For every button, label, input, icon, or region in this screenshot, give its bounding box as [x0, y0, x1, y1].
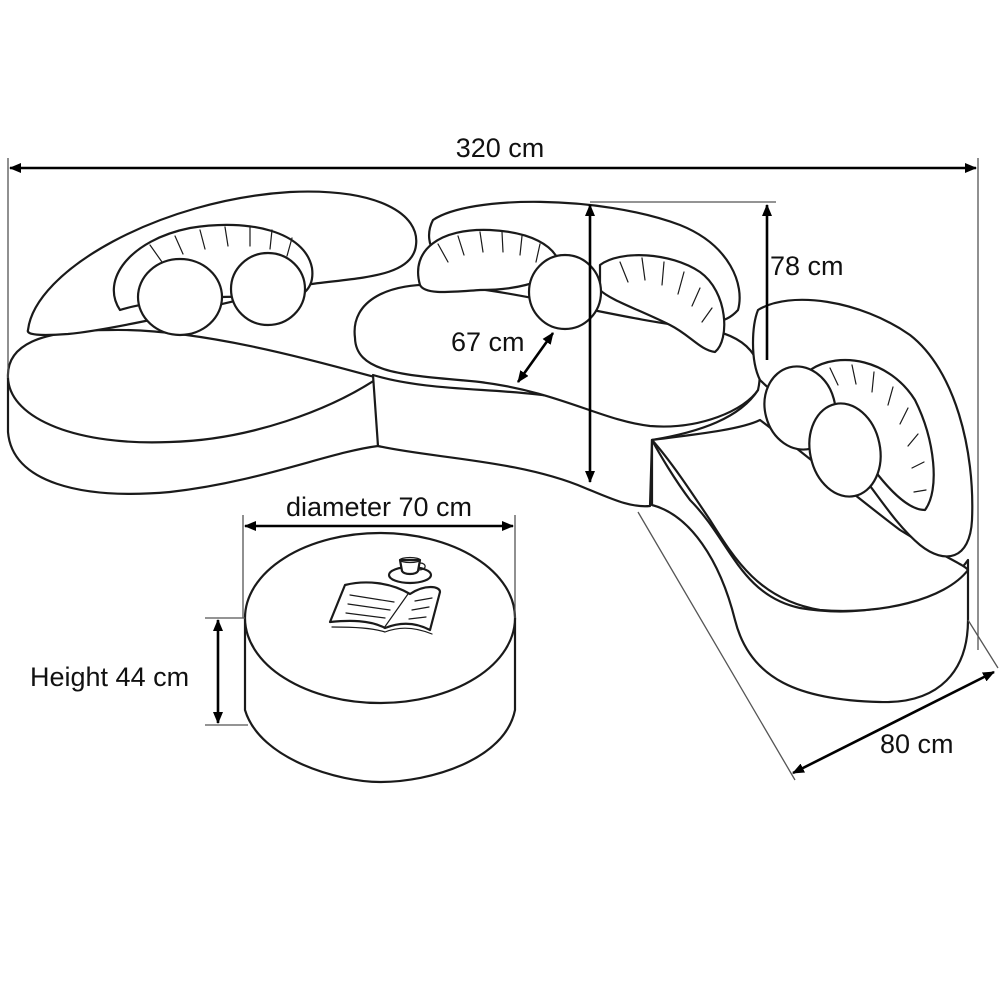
coffee-cup-icon [387, 556, 433, 585]
left-round-pillow-2 [229, 251, 307, 327]
right-bolster-pleats [829, 364, 927, 493]
right-sofa-module [650, 298, 974, 704]
dimension-labels: 320 cm 78 cm 67 cm 80 cm diameter 70 cm … [30, 133, 954, 759]
total-width-label: 320 cm [456, 133, 545, 163]
right-round-pillow-2 [808, 402, 882, 498]
table-height-label: Height 44 cm [30, 662, 189, 692]
sofa-drawing [6, 190, 974, 704]
left-bolster-pleats [149, 225, 293, 263]
left-round-pillow-1 [136, 257, 224, 337]
middle-right-bolster [598, 254, 726, 354]
open-book-icon [328, 581, 442, 635]
module-depth-label: 80 cm [880, 729, 954, 759]
middle-sofa-module [353, 200, 761, 508]
round-ottoman [243, 531, 517, 784]
module-depth-dimension [792, 670, 995, 775]
table-diameter-label: diameter 70 cm [286, 492, 472, 522]
middle-round-pillow [527, 253, 603, 331]
middle-left-bolster-pleats [437, 231, 541, 263]
back-height-label: 78 cm [770, 251, 844, 281]
right-module-base [650, 438, 970, 704]
seat-depth-label: 67 cm [451, 327, 525, 357]
right-module-seat [650, 418, 970, 613]
left-sofa-module [6, 190, 418, 495]
dimension-lines [7, 158, 999, 781]
seat-depth-dimension [516, 332, 555, 383]
middle-right-bolster-pleats [619, 257, 713, 323]
